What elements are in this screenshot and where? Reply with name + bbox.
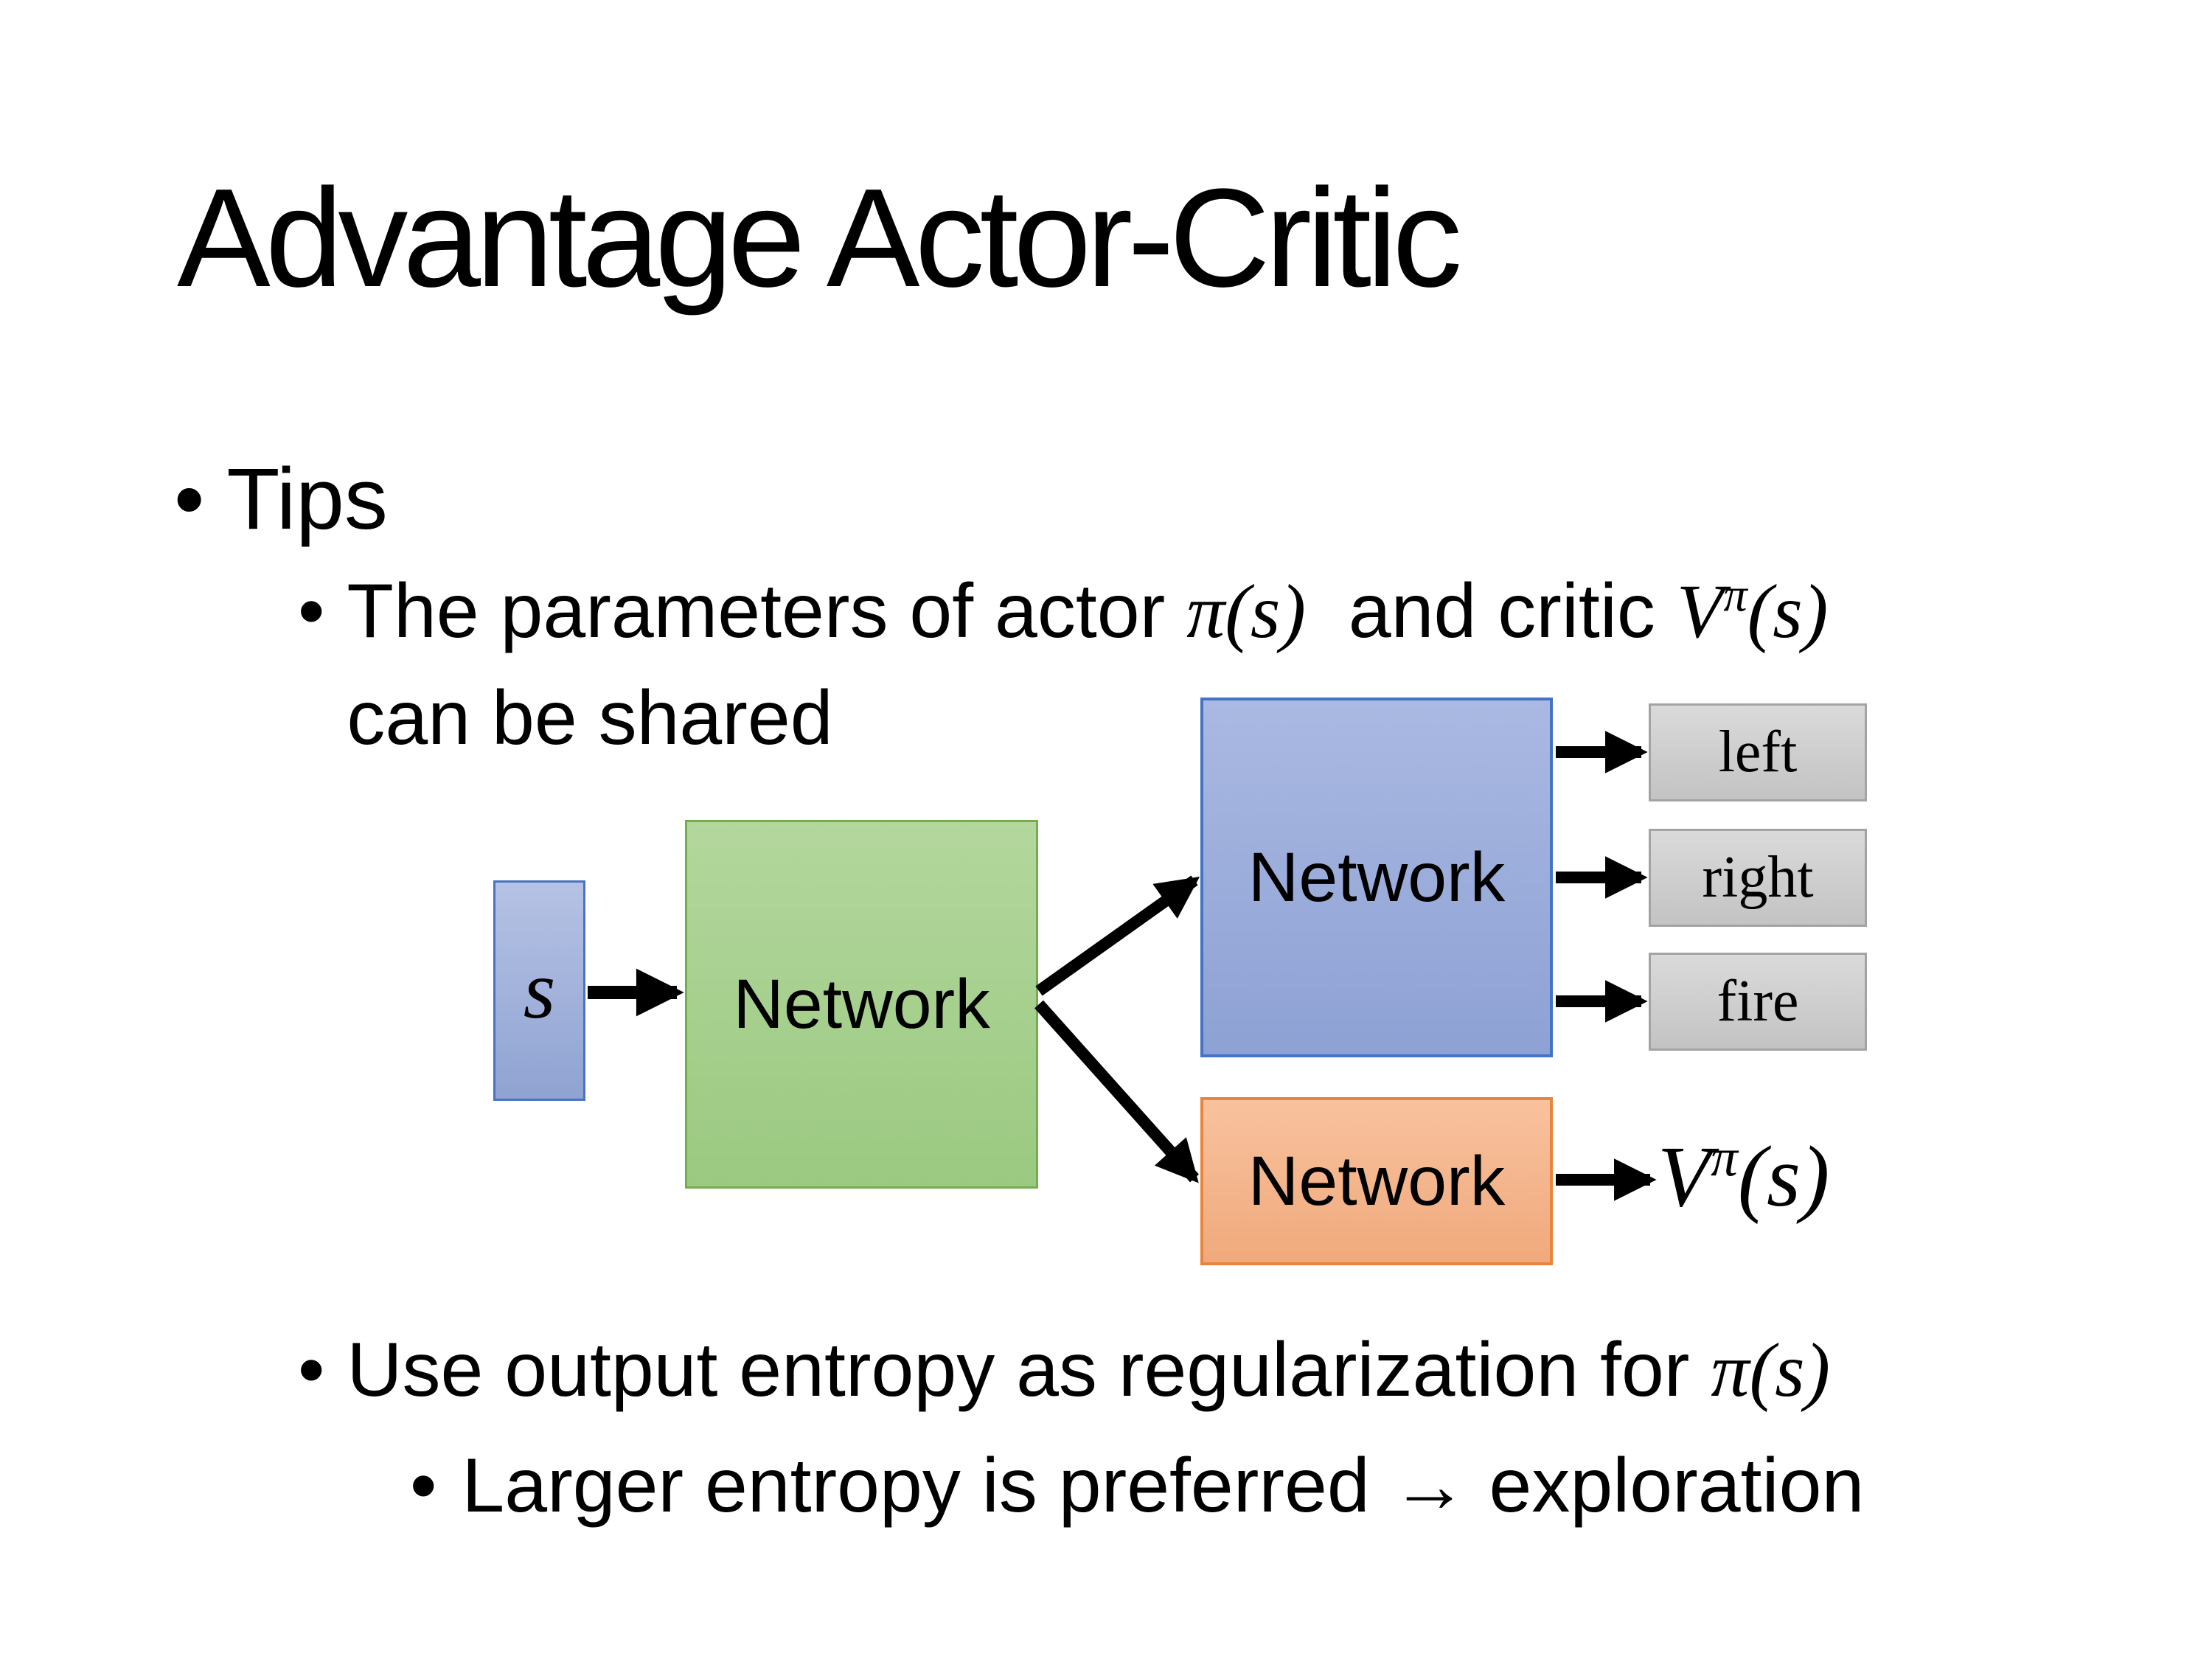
bullet-parameters-line2: can be shared [347, 675, 833, 761]
arrow-shared-to-actor [1035, 875, 1200, 996]
text-run: and critic [1305, 568, 1677, 654]
bullet-parameters-text: The parameters of actor π(s) and critic … [347, 558, 1828, 772]
math-pi-s: π(s) [1186, 569, 1306, 654]
critic-network-box: Network [1200, 1097, 1553, 1265]
math-superscript: π [1723, 568, 1747, 622]
action-label-fire: fire [1717, 969, 1799, 1034]
bullet-dot: • [410, 1443, 437, 1528]
page-title: Advantage Actor-Critic [177, 160, 1462, 316]
shared-network-box: Network [685, 820, 1038, 1189]
bullet-entropy: • Use output entropy as regularization f… [298, 1317, 1830, 1424]
actor-network-box: Network [1200, 698, 1553, 1057]
action-box-fire: fire [1649, 953, 1867, 1051]
bullet-exploration: • Larger entropy is preferred → explorat… [410, 1433, 1864, 1540]
critic-network-label: Network [1248, 1141, 1506, 1220]
math-v-pi-s: Vπ(s) [1677, 569, 1829, 654]
math-arg: (s) [1737, 1128, 1830, 1225]
action-box-right: right [1649, 829, 1867, 927]
bullet-dot: • [298, 1327, 325, 1413]
shared-network-label: Network [733, 964, 990, 1043]
arrow-shared-to-critic [1034, 1000, 1199, 1183]
bullet-tips: • Tips [174, 451, 388, 547]
math-base: V [1658, 1128, 1711, 1225]
bullet-entropy-text: Use output entropy as regularization for… [347, 1317, 1830, 1424]
state-box: s [493, 880, 585, 1101]
math-superscript: π [1711, 1127, 1738, 1188]
bullet-dot: • [298, 568, 325, 654]
bullet-dot: • [174, 451, 205, 548]
bullet-exploration-text: Larger entropy is preferred → exploratio… [462, 1443, 1865, 1528]
action-label-left: left [1718, 720, 1798, 785]
text-run: The parameters of actor [347, 568, 1187, 654]
math-base: V [1676, 569, 1724, 654]
state-label: s [523, 945, 556, 1036]
actor-network-label: Network [1248, 838, 1506, 917]
bullet-parameters: • The parameters of actor π(s) and criti… [298, 558, 1828, 772]
action-label-right: right [1702, 845, 1814, 910]
action-box-left: left [1649, 703, 1867, 801]
text-run: Use output entropy as regularization for [347, 1327, 1711, 1413]
math-arg: (s) [1747, 569, 1829, 654]
math-pi-s: π(s) [1711, 1328, 1831, 1413]
bullet-tips-label: Tips [226, 451, 388, 548]
value-output: Vπ(s) [1658, 1127, 1829, 1227]
